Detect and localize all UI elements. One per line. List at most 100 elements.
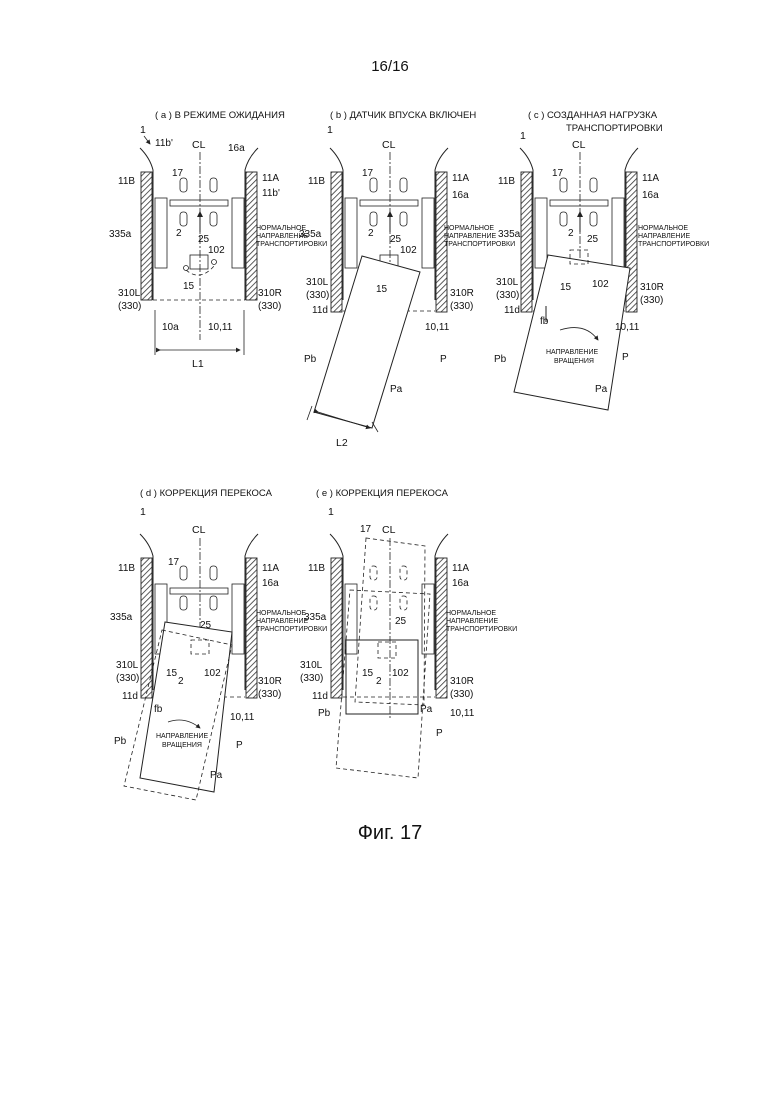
- label-pb: Pb: [494, 354, 507, 365]
- label-310r: 310R: [258, 288, 282, 299]
- label-11a: 11A: [262, 563, 279, 574]
- label-10-11: 10,11: [425, 322, 450, 333]
- cl-label: CL: [382, 139, 396, 151]
- cl-label: CL: [192, 524, 206, 536]
- label-l1: L1: [192, 358, 204, 370]
- label-17: 17: [552, 168, 564, 179]
- label-310l: 310L: [496, 277, 519, 288]
- rotation-line-2: ВРАЩЕНИЯ: [554, 358, 594, 365]
- label-11d: 11d: [312, 305, 328, 316]
- normal-dir-line-2: НАПРАВЛЕНИЕ: [638, 233, 690, 240]
- label-11b-prime-2: 11b': [262, 188, 280, 199]
- label-330l: (330): [496, 290, 519, 301]
- label-330r: (330): [450, 689, 473, 700]
- label-11d: 11d: [504, 305, 520, 316]
- label-330l: (330): [306, 290, 329, 301]
- label-pa: Pa: [595, 384, 608, 395]
- ref-label: 1: [140, 506, 146, 518]
- label-330r: (330): [450, 301, 473, 312]
- label-17: 17: [172, 168, 184, 179]
- label-p: P: [622, 352, 629, 363]
- label-102: 102: [204, 668, 221, 679]
- label-2: 2: [176, 228, 182, 239]
- label-11d: 11d: [122, 691, 138, 702]
- label-335a: 335a: [299, 229, 322, 240]
- label-335a: 335a: [109, 229, 132, 240]
- panel-b-heading: ( b ) ДАТЧИК ВПУСКА ВКЛЮЧЕН: [330, 110, 476, 121]
- label-25: 25: [390, 234, 402, 245]
- label-10-11: 10,11: [450, 708, 475, 719]
- label-fb: fb: [154, 704, 163, 715]
- cl-label: CL: [572, 139, 586, 151]
- label-310r: 310R: [258, 676, 282, 687]
- label-16a: 16a: [642, 190, 659, 201]
- label-15: 15: [362, 668, 374, 679]
- label-11b: 11B: [308, 176, 325, 187]
- panel-a: ( a ) В РЕЖИМЕ ОЖИДАНИЯ 1 CL 11b' 16a 11…: [109, 110, 327, 370]
- rotation-line-1: НАПРАВЛЕНИЕ: [156, 733, 208, 740]
- label-11a: 11A: [452, 173, 469, 184]
- normal-dir-line-3: ТРАНСПОРТИРОВКИ: [446, 626, 517, 633]
- label-11a: 11A: [642, 173, 659, 184]
- label-330r: (330): [258, 689, 281, 700]
- label-310r: 310R: [450, 676, 474, 687]
- panel-c: ( c ) СОЗДАННАЯ НАГРУЗКА ТРАНСПОРТИРОВКИ…: [494, 110, 709, 410]
- label-11b: 11B: [308, 563, 325, 574]
- label-335a: 335a: [304, 612, 327, 623]
- cl-label: CL: [192, 139, 206, 151]
- ref-label: 1: [520, 130, 526, 142]
- label-11a: 11A: [262, 173, 279, 184]
- label-25: 25: [395, 616, 407, 627]
- normal-dir-line-3: ТРАНСПОРТИРОВКИ: [638, 241, 709, 248]
- panel-d: ( d ) КОРРЕКЦИЯ ПЕРЕКОСА 1 CL 11B 17 11A…: [110, 488, 327, 800]
- label-335a: 335a: [110, 612, 133, 623]
- label-15: 15: [166, 668, 178, 679]
- label-p: P: [440, 354, 447, 365]
- label-15: 15: [376, 284, 388, 295]
- panel-e-heading: ( e ) КОРРЕКЦИЯ ПЕРЕКОСА: [316, 488, 449, 499]
- label-16a: 16a: [228, 143, 245, 154]
- label-17: 17: [362, 168, 374, 179]
- panel-a-heading: ( a ) В РЕЖИМЕ ОЖИДАНИЯ: [155, 110, 285, 121]
- label-16a: 16a: [452, 578, 469, 589]
- label-330l: (330): [116, 673, 139, 684]
- normal-dir-line-3: ТРАНСПОРТИРОВКИ: [256, 241, 327, 248]
- label-10-11: 10,11: [615, 322, 640, 333]
- label-310l: 310L: [116, 660, 139, 671]
- ref-label: 1: [328, 506, 334, 518]
- normal-dir-line-2: НАПРАВЛЕНИЕ: [444, 233, 496, 240]
- label-17-top: 17: [360, 524, 372, 535]
- label-16a: 16a: [452, 190, 469, 201]
- ref-label: 1: [327, 124, 333, 136]
- label-102: 102: [208, 245, 225, 256]
- label-11b: 11B: [498, 176, 515, 187]
- label-2: 2: [376, 676, 382, 687]
- normal-dir-line-3: ТРАНСПОРТИРОВКИ: [444, 241, 515, 248]
- label-310l: 310L: [306, 277, 329, 288]
- normal-dir-line-3: ТРАНСПОРТИРОВКИ: [256, 626, 327, 633]
- rotation-line-2: ВРАЩЕНИЯ: [162, 742, 202, 749]
- label-310r: 310R: [450, 288, 474, 299]
- panel-c-heading: ( c ) СОЗДАННАЯ НАГРУЗКА: [528, 110, 658, 121]
- label-2: 2: [368, 228, 374, 239]
- label-25: 25: [198, 234, 210, 245]
- label-310r: 310R: [640, 282, 664, 293]
- label-11b: 11B: [118, 563, 135, 574]
- label-330r: (330): [640, 295, 663, 306]
- label-l2: L2: [336, 437, 348, 449]
- label-pb: Pb: [318, 708, 331, 719]
- label-pa: Pa: [390, 384, 403, 395]
- label-310l: 310L: [118, 288, 141, 299]
- label-pa: Pa: [420, 704, 433, 715]
- label-330r: (330): [258, 301, 281, 312]
- label-330l: (330): [300, 673, 323, 684]
- label-fb: fb: [540, 316, 549, 327]
- label-11b-prime: 11b': [155, 138, 173, 149]
- normal-dir-line-1: НОРМАЛЬНОЕ: [446, 610, 496, 617]
- label-16a: 16a: [262, 578, 279, 589]
- label-102: 102: [400, 245, 417, 256]
- label-2: 2: [568, 228, 574, 239]
- label-330l: (330): [118, 301, 141, 312]
- panel-d-heading: ( d ) КОРРЕКЦИЯ ПЕРЕКОСА: [140, 488, 273, 499]
